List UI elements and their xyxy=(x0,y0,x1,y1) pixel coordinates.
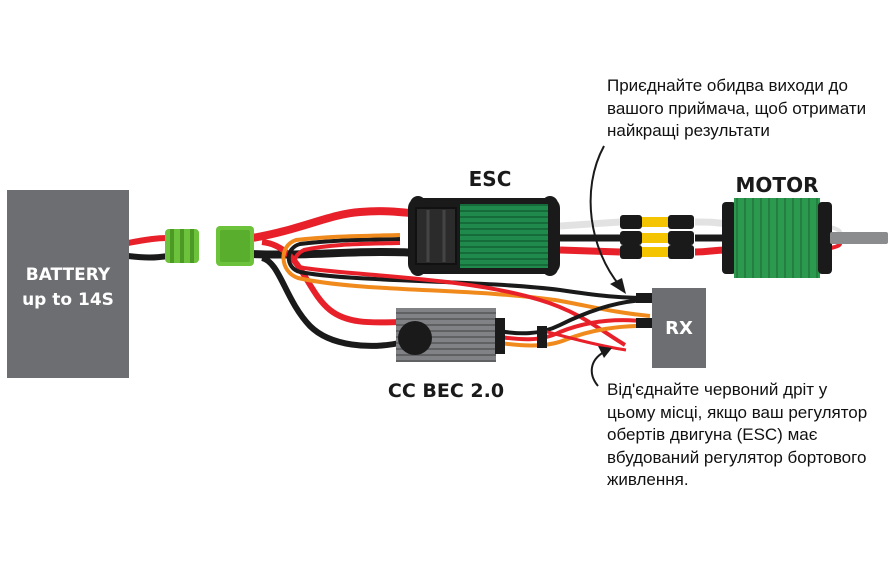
bec-black-input-wire xyxy=(260,255,405,349)
rx-body xyxy=(652,288,706,368)
esc-signal-red xyxy=(293,241,627,347)
wires xyxy=(127,207,842,352)
esc: ESC xyxy=(408,167,560,276)
bec: CC BEC 2.0 xyxy=(388,308,547,402)
motor-shaft xyxy=(830,232,888,244)
bec-capacitor xyxy=(398,321,432,355)
motor-label: MOTOR xyxy=(736,173,819,197)
motor: MOTOR xyxy=(722,173,888,278)
battery-black-wire xyxy=(127,253,169,261)
esc-red-power-wire xyxy=(251,207,421,242)
esc-signal-black xyxy=(286,237,651,300)
battery-label-line1: BATTERY xyxy=(26,265,111,285)
cut-red-wire xyxy=(539,328,627,352)
receiver: RX xyxy=(636,288,706,368)
esc-black-power-wire xyxy=(251,247,421,259)
battery-red-wire xyxy=(127,235,169,246)
battery: BATTERY up to 14S xyxy=(7,190,129,378)
motor-phase-red xyxy=(559,246,621,256)
annotation-arrows xyxy=(589,145,626,387)
rx-label: RX xyxy=(665,318,693,339)
bec-output-black xyxy=(491,298,651,336)
receiver-outputs-note: Приєднайте обидва виходи до вашого прийм… xyxy=(607,76,867,140)
bec-output-red xyxy=(491,318,651,342)
disconnect-red-wire-note: Від'єднайте червоний дріт у цьому місці,… xyxy=(607,380,868,489)
battery-label-line2: up to 14S xyxy=(22,290,114,310)
top-note-arrow xyxy=(589,145,621,287)
bec-label: CC BEC 2.0 xyxy=(388,380,504,402)
battery-connector xyxy=(165,226,254,266)
bottom-note-arrow xyxy=(590,351,605,387)
esc-heatsink xyxy=(460,204,548,268)
esc-label: ESC xyxy=(469,167,512,191)
bullet-connectors xyxy=(620,215,694,259)
bec-red-input-wire xyxy=(261,239,405,326)
motor-phase-white xyxy=(559,218,621,230)
esc-signal-orange xyxy=(281,233,651,318)
bec-output-orange xyxy=(491,323,651,348)
motor-body xyxy=(734,198,820,278)
battery-body xyxy=(7,190,129,378)
